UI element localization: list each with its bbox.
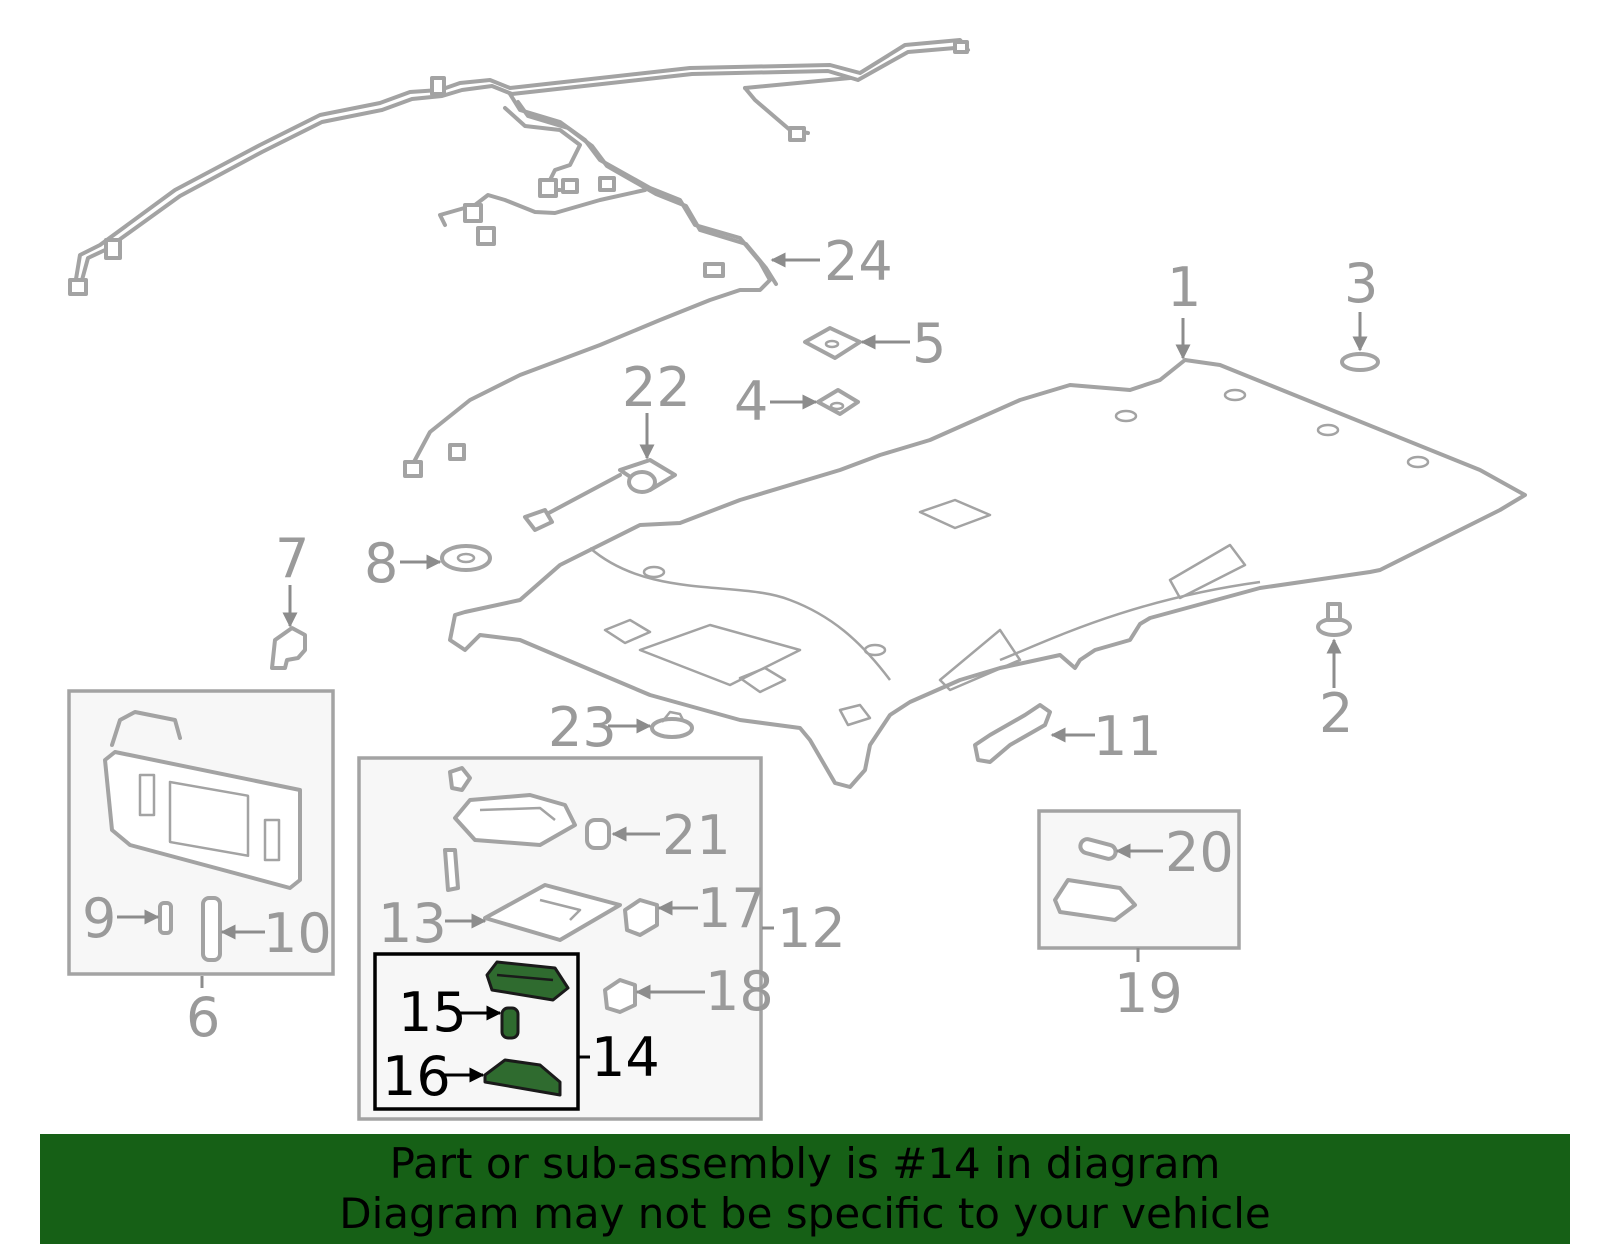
callout-24: 24 [824,230,893,293]
callout-8: 8 [364,532,398,595]
part-11-shape [973,703,1052,764]
callout-22: 22 [622,356,691,419]
callout-4: 4 [734,370,768,433]
callout-12: 12 [777,897,846,960]
callout-17: 17 [697,877,766,940]
callout-2: 2 [1319,682,1353,745]
part-2-shape [1316,602,1352,637]
banner-line-2: Diagram may not be specific to your vehi… [339,1189,1271,1238]
callout-13: 13 [378,892,447,955]
callout-9: 9 [82,887,116,950]
callout-5: 5 [912,312,946,375]
callout-16: 16 [382,1045,451,1108]
part-5-shape [803,326,862,360]
part-22-shape [523,458,677,532]
callout-3: 3 [1344,252,1378,315]
callout-11: 11 [1093,705,1162,768]
callout-23: 23 [548,696,617,759]
part-8-shape [440,544,492,572]
callout-6: 6 [186,986,220,1049]
part-3-shape [1340,352,1380,372]
callout-19: 19 [1114,962,1183,1025]
part-23-shape [650,710,694,739]
part-7-shape [270,626,307,670]
callout-15: 15 [398,981,467,1044]
callout-18: 18 [705,960,774,1023]
headliner [448,358,1527,789]
callout-1: 1 [1167,256,1201,319]
wiring-harness [68,38,970,478]
part-4-shape [816,388,860,416]
callout-10: 10 [263,902,332,965]
banner-line-1: Part or sub-assembly is #14 in diagram [389,1139,1221,1188]
part-19-shape [1053,837,1137,922]
part-12-dome-lamp [443,766,659,1014]
disclaimer-banner: Part or sub-assembly is #14 in diagram D… [40,1134,1570,1244]
callout-14: 14 [591,1026,660,1089]
callout-21: 21 [662,804,731,867]
part-14-highlighted [483,960,570,1097]
leader-lines [117,252,1368,1083]
part-6-sun-visor [103,710,302,962]
callout-7: 7 [275,527,309,590]
callout-20: 20 [1165,821,1234,884]
